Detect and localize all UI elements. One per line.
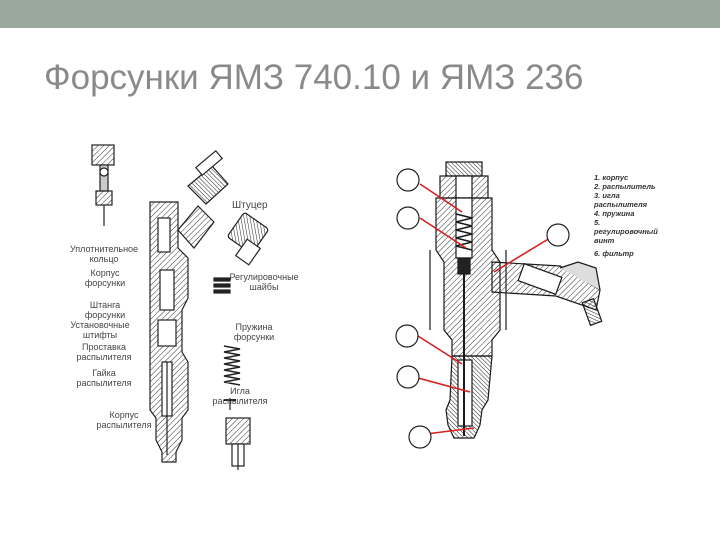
left-injector-section — [91, 144, 269, 470]
label-sealing-ring: Уплотнительное кольцо — [69, 244, 139, 264]
slide-title: Форсунки ЯМЗ 740.10 и ЯМЗ 236 — [44, 58, 584, 97]
nozzle-body-part — [225, 417, 251, 470]
label-nozzle-body: Корпус распылителя — [96, 410, 152, 430]
label-shtutser: Штуцер — [232, 200, 268, 211]
legend-item: 6. фильтр — [594, 249, 634, 258]
legend-item: 4. пружина — [594, 209, 635, 218]
legend-item: распылителя — [594, 200, 648, 209]
top-accent-bar — [0, 0, 720, 28]
small-top-fitting — [91, 144, 115, 226]
label-injector-rod: Штанга форсунки — [84, 300, 126, 320]
label-adjusting-washers: Регулировочные шайбы — [229, 272, 299, 292]
label-locating-pins: Установочные штифты — [70, 320, 130, 340]
parts-legend: 1. корпус 2. распылитель 3. игла распыли… — [594, 173, 704, 258]
label-nozzle-nut: Гайка распылителя — [76, 368, 132, 388]
legend-item: винт — [594, 236, 615, 245]
label-injector-body: Корпус форсунки — [84, 268, 126, 288]
spring-part — [223, 345, 241, 386]
label-nozzle-needle: Игла распылителя — [212, 386, 268, 406]
shtutser-part — [227, 212, 269, 266]
legend-item: 1. корпус — [594, 173, 629, 182]
legend-item: регулировочный — [594, 227, 658, 236]
legend-item: 2. распылитель — [594, 182, 656, 191]
label-injector-spring: Пружина форсунки — [233, 322, 275, 342]
legend-item: 3. игла — [594, 191, 620, 200]
legend-item: 5. — [594, 218, 601, 227]
label-nozzle-spacer: Проставка распылителя — [76, 342, 132, 362]
